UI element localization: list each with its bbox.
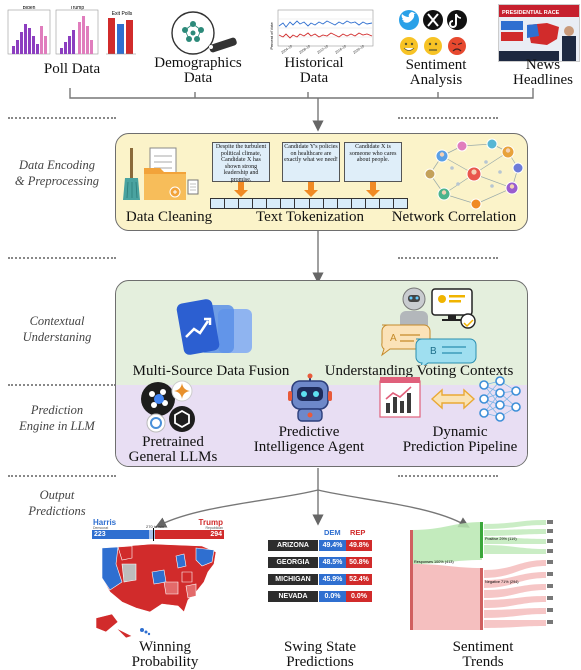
separator-2: [8, 257, 116, 259]
separator-1b: [398, 117, 498, 119]
separator-2b: [398, 257, 498, 259]
trump-name: Trump: [198, 518, 223, 527]
neural-network-icon: [479, 376, 521, 422]
voting-contexts-label: Understanding Voting Contexts: [324, 363, 514, 379]
electoral-map: Harris Democrat Trump Republican 270 to …: [92, 518, 224, 640]
token-arrows: [234, 182, 380, 197]
harris-name: Harris: [93, 518, 117, 527]
swing-row-nevada: NEVADA 0.0% 0.0%: [268, 591, 372, 602]
down-arrow-icon: [234, 182, 248, 197]
to-win: 270 to win: [146, 524, 165, 529]
network-graph-icon: [422, 138, 526, 212]
news-banner: PRESIDENTIAL RACE: [502, 10, 560, 16]
data-cleaning-label: Data Cleaning: [125, 209, 213, 225]
harris-sub: Democrat: [93, 526, 109, 530]
bubble-b-text: B: [430, 346, 437, 357]
section-encoding: Data Encoding & Preprocessing: [14, 158, 100, 188]
historical-ylabel: Percent of Vote: [270, 22, 274, 50]
doc-card-3: Candidate X is someone who cares about p…: [344, 142, 402, 182]
sankey-responses: Responses 100% (413): [414, 560, 454, 564]
angry-emoji-icon: [448, 37, 466, 55]
sankey-positive: Positive 29% (119): [485, 537, 517, 541]
section-output: Output Predictions: [28, 488, 86, 518]
down-arrow-icon: [366, 182, 380, 197]
swing-row-arizona: ARIZONA 49.4% 49.8%: [268, 540, 372, 551]
section-contextual: Contextual Understaning: [22, 314, 92, 344]
news-thumbnail: PRESIDENTIAL RACE: [498, 4, 580, 62]
network-correlation-label: Network Correlation: [391, 209, 517, 225]
sankey-negative: Negative 71% (294): [485, 580, 519, 584]
text-tokenization-label: Text Tokenization: [255, 209, 364, 225]
trump-votes: 294: [155, 530, 224, 539]
robot-agent-icon: [286, 373, 334, 423]
fusion-label: Multi-Source Data Fusion: [132, 363, 290, 379]
swing-table: DEM REP ARIZONA 49.4% 49.8% GEORGIA 48.5…: [268, 528, 372, 604]
harris-votes: 223: [92, 530, 149, 539]
sentiment-sankey: Responses 100% (413) Positive 29% (119) …: [404, 520, 556, 632]
doc-text-1: Despite the turbulent political climate,…: [215, 144, 267, 183]
happy-emoji-icon: [400, 37, 418, 55]
token-strip: [210, 198, 409, 209]
swing-row-michigan: MICHIGAN 45.9% 52.4%: [268, 574, 372, 585]
encoding-panel: Despite the turbulent political climate,…: [115, 133, 528, 231]
us-map: [95, 543, 217, 639]
separator-4: [8, 475, 116, 477]
separator-3: [8, 384, 116, 386]
double-arrow-icon: [430, 388, 476, 410]
poll-title-2: Trump: [70, 6, 84, 11]
pipeline-icon: [378, 375, 524, 423]
swing-row-georgia: GEORGIA 48.5% 50.8%: [268, 557, 372, 568]
poll-data-label: Poll Data: [43, 61, 101, 77]
svg-text:2020-10: 2020-10: [352, 44, 365, 55]
doc-text-3: Candidate X is someone who cares about p…: [349, 144, 397, 164]
separator-1: [8, 117, 116, 119]
poll-title-3: Exit Polls: [112, 11, 133, 17]
svg-text:2016-10: 2016-10: [334, 44, 347, 55]
data-cleaning-icon: [122, 142, 202, 204]
header-dem: DEM: [324, 528, 341, 537]
down-arrow-icon: [304, 182, 318, 197]
doc-card-1: Despite the turbulent political climate,…: [212, 142, 270, 183]
llm-logos-icon: [138, 377, 200, 435]
doc-text-2: Candidate Y's policies on healthcare are…: [284, 144, 338, 164]
trend-up-icon: [185, 320, 210, 338]
svg-text:2004-10: 2004-10: [280, 44, 293, 55]
poll-title-1: Biden: [23, 6, 36, 11]
poll-charts: Biden Trump Exit Polls: [6, 6, 146, 64]
neutral-emoji-icon: [424, 37, 442, 55]
voting-context-icon: A B: [374, 285, 484, 365]
separator-4b: [398, 475, 498, 477]
svg-text:2008-10: 2008-10: [298, 44, 311, 55]
historical-chart: Percent of Vote 2004-10 2008-10 2012-10 20…: [270, 8, 375, 58]
trump-sub: Republican: [205, 526, 223, 530]
svg-text:2012-10: 2012-10: [316, 44, 329, 55]
bubble-a-text: A: [390, 333, 397, 344]
header-rep: REP: [350, 528, 366, 537]
sentiment-icons: [395, 8, 475, 60]
section-prediction: Prediction Engine in LLM: [19, 403, 95, 433]
demographics-icon: [165, 8, 240, 58]
data-fusion-icon: [174, 299, 258, 363]
openai-icon: [169, 406, 195, 432]
contextual-panel: A B Multi-Source Data Fusion Understandi…: [115, 280, 528, 467]
electoral-bar: 223 294: [92, 530, 224, 539]
doc-card-2: Candidate Y's policies on healthcare are…: [282, 142, 340, 182]
